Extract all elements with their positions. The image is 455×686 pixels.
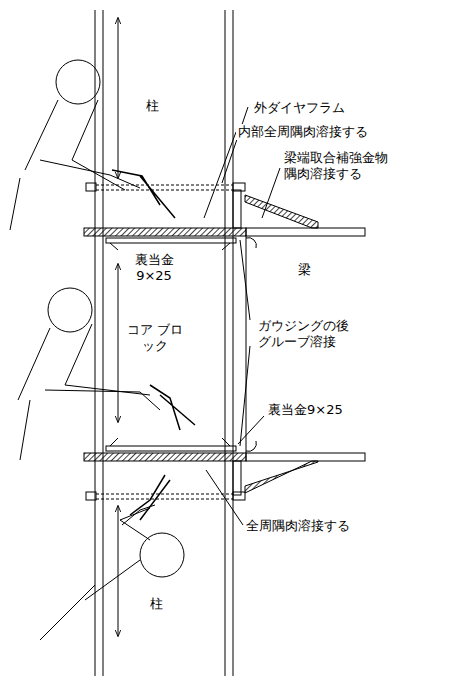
callout-label: 柱 [148,596,165,612]
callout-label: ガウジングの後 グルーブ溶接 [256,318,368,351]
callout-label: 梁端取合補強金物 隅肉溶接する [282,150,404,183]
callout-label: 柱 [144,98,161,114]
callout-label: コア ブロック [124,322,186,355]
callout-label: 内部全周隅肉溶接する [236,124,370,140]
callout-label: 梁 [296,262,313,278]
callout-label: 裏当金 9×25 [122,252,186,285]
callout-label: 裏当金9×25 [266,402,345,418]
callout-label: 全周隅肉溶接する [244,518,352,534]
callout-label: 外ダイヤフラム [252,100,347,116]
